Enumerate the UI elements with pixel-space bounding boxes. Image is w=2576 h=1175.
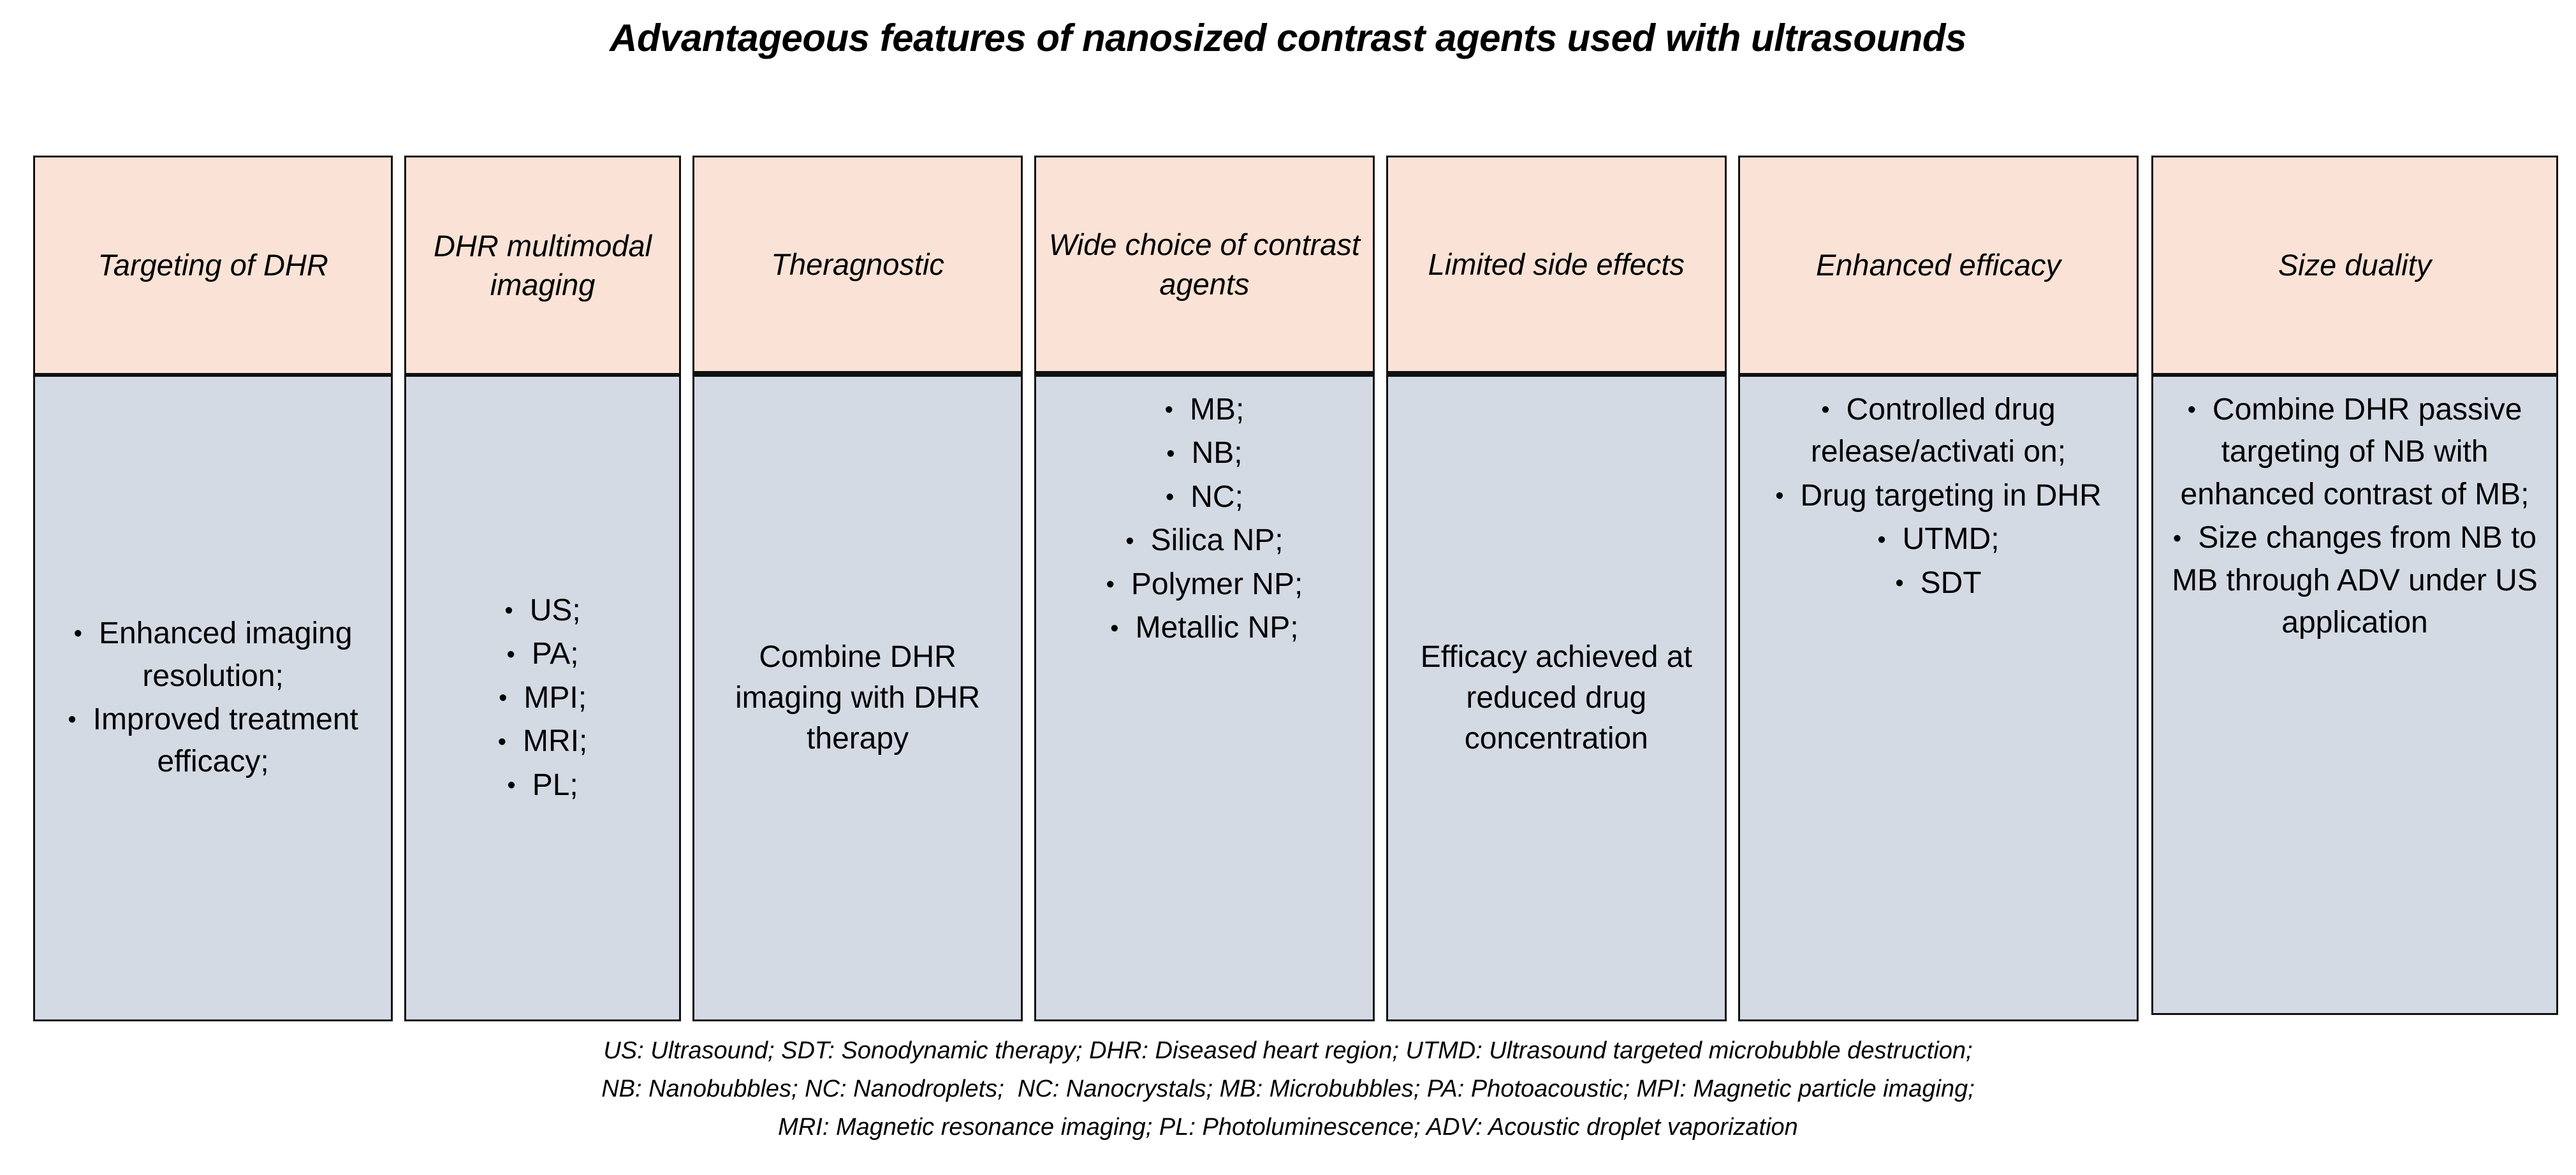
column-text: Combine DHR imaging with DHR therapy (735, 639, 981, 756)
list-item-label: Silica NP; (1150, 523, 1284, 558)
list-item-label: MPI; (523, 680, 587, 715)
feature-column-targeting-of-dhr: Targeting of DHR • Enhanced imaging resol… (33, 156, 393, 1021)
bullet-list: •Controlled drug release/activati on; •D… (1744, 388, 2133, 605)
list-item-label: NC; (1190, 480, 1243, 515)
column-body: •Controlled drug release/activati on; •D… (1740, 377, 2137, 1019)
column-header: Size duality (2153, 157, 2557, 377)
legend-line: US: Ultrasound; SDT: Sonodynamic therapy… (603, 1037, 1973, 1064)
list-item: • MRI; (410, 720, 675, 762)
bullet-icon: • (73, 620, 82, 648)
bullet-icon: • (1895, 570, 1904, 597)
list-item: •Size changes from NB to MB through ADV … (2157, 516, 2552, 643)
page-title: Advantageous features of nanosized contr… (610, 17, 1966, 59)
column-header: Enhanced efficacy (1739, 157, 2137, 377)
bullet-icon: • (497, 728, 507, 755)
legend-line: NB: Nanobubbles; NC: Nanodroplets; NC: N… (601, 1076, 1975, 1103)
list-item: • US; (410, 589, 675, 631)
bullet-icon: • (2187, 397, 2196, 424)
features-table: Targeting of DHR • Enhanced imaging resol… (33, 156, 2559, 1023)
list-item: • Polymer NP; (1040, 563, 1368, 605)
bullet-list: • US; • PA; • MPI; • MRI; • PL; (410, 589, 675, 807)
bullet-list: • Enhanced imaging resolution; • Improved … (39, 612, 387, 784)
bullet-icon: • (1166, 440, 1175, 467)
list-item-label: UTMD; (1902, 522, 2000, 557)
bullet-icon: • (68, 706, 77, 734)
feature-column-wide-choice-of-contrast-agents: Wide choice of contrast agents • MB; • NB;… (1034, 156, 1375, 1021)
feature-column-enhanced-efficacy: Enhanced efficacy •Controlled drug relea… (1738, 156, 2139, 1021)
feature-column-theragnostic: Theragnostic Combine DHR imaging with DH… (692, 156, 1023, 1021)
list-item: • NB; (1040, 432, 1368, 474)
list-item-label: Enhanced imaging resolution; (98, 617, 353, 693)
column-body: • US; • PA; • MPI; • MRI; • PL; (406, 377, 679, 1019)
list-item-label: Improved treatment efficacy; (92, 703, 358, 779)
legend-line: MRI: Magnetic resonance imaging; PL: Pho… (778, 1114, 1798, 1141)
feature-column-dhr-multimodal-imaging: DHR multimodal imaging • US; • PA; • MPI; •… (404, 156, 681, 1021)
column-header: Wide choice of contrast agents (1036, 157, 1373, 377)
list-item-label: Controlled drug release/activati on; (1810, 393, 2067, 469)
list-item-label: Drug targeting in DHR (1800, 479, 2102, 513)
column-body: •MB; •NB; •NC; •Silica NP; •Polymer NP; … (1036, 377, 1372, 1019)
list-item-label: PL; (532, 768, 578, 802)
column-body: • Enhanced imaging resolution; • Improved … (35, 377, 391, 1019)
bullet-icon: • (499, 685, 508, 712)
bullet-icon: • (1877, 526, 1886, 553)
bullet-icon: • (1775, 483, 1784, 510)
bullet-icon: • (1106, 571, 1115, 599)
list-item-label: Size changes from NB to MB through ADV u… (2172, 521, 2538, 640)
list-item: •Combine DHR passive targeting of NB wit… (2157, 388, 2552, 515)
list-item-label: US; (529, 593, 581, 627)
feature-column-size-duality: Size duality •Combine DHR passive target… (2151, 156, 2559, 1015)
column-header: Limited side effects (1387, 157, 1725, 377)
list-item: •Controlled drug release/activati on; (1744, 388, 2133, 473)
bullet-icon: • (1165, 484, 1175, 511)
list-item: • MB; (1040, 388, 1368, 430)
list-item: • SDT (1744, 562, 2133, 604)
list-item-label: NB; (1191, 436, 1243, 471)
bullet-icon: • (1821, 397, 1830, 424)
list-item-label: Polymer NP; (1131, 567, 1303, 602)
list-item: • Enhanced imaging resolution; (39, 612, 387, 697)
list-item-label: PA; (531, 637, 579, 671)
column-header: DHR multimodal imaging (406, 157, 679, 377)
list-item: • Silica NP; (1040, 519, 1368, 561)
list-item: • Drug targeting in DHR (1744, 474, 2133, 516)
list-item-label: Combine DHR passive targeting of NB with… (2180, 393, 2529, 512)
list-item: • Metallic NP; (1040, 606, 1368, 648)
list-item-label: MB; (1189, 393, 1245, 427)
list-item: • NC; (1040, 476, 1368, 518)
bullet-icon: • (1164, 397, 1173, 424)
feature-column-limited-side-effects: Limited side effects Efficacy achieved a… (1386, 156, 1727, 1021)
list-item: • Improved treatment efficacy; (39, 698, 387, 783)
bullet-icon: • (506, 641, 515, 668)
bullet-list: •MB; •NB; •NC; •Silica NP; •Polymer NP; … (1040, 388, 1368, 650)
column-body: Combine DHR imaging with DHR therapy (694, 377, 1021, 1019)
abbreviation-legend: US: Ultrasound; SDT: Sonodynamic therapy… (0, 1032, 2576, 1146)
column-body: •Combine DHR passive targeting of NB wit… (2153, 377, 2556, 1013)
bullet-list: •Combine DHR passive targeting of NB wit… (2157, 388, 2552, 645)
list-item: • PL; (410, 764, 675, 806)
list-item-label: SDT (1920, 566, 1982, 601)
list-item-label: Metallic NP; (1135, 611, 1299, 645)
bullet-icon: • (1110, 615, 1119, 642)
column-header: Theragnostic (694, 157, 1021, 377)
column-header: Targeting of DHR (35, 157, 392, 377)
bullet-icon: • (507, 772, 516, 799)
list-item: • PA; (410, 632, 675, 675)
column-text: Efficacy achieved at reduced drug concen… (1420, 639, 1692, 756)
column-body: Efficacy achieved at reduced drug concen… (1388, 377, 1725, 1019)
list-item-label: MRI; (523, 724, 588, 759)
bullet-icon: • (2172, 525, 2182, 552)
bullet-icon: • (504, 597, 513, 625)
list-item: • MPI; (410, 676, 675, 719)
list-item: • UTMD; (1744, 518, 2133, 560)
bullet-icon: • (1125, 527, 1134, 555)
